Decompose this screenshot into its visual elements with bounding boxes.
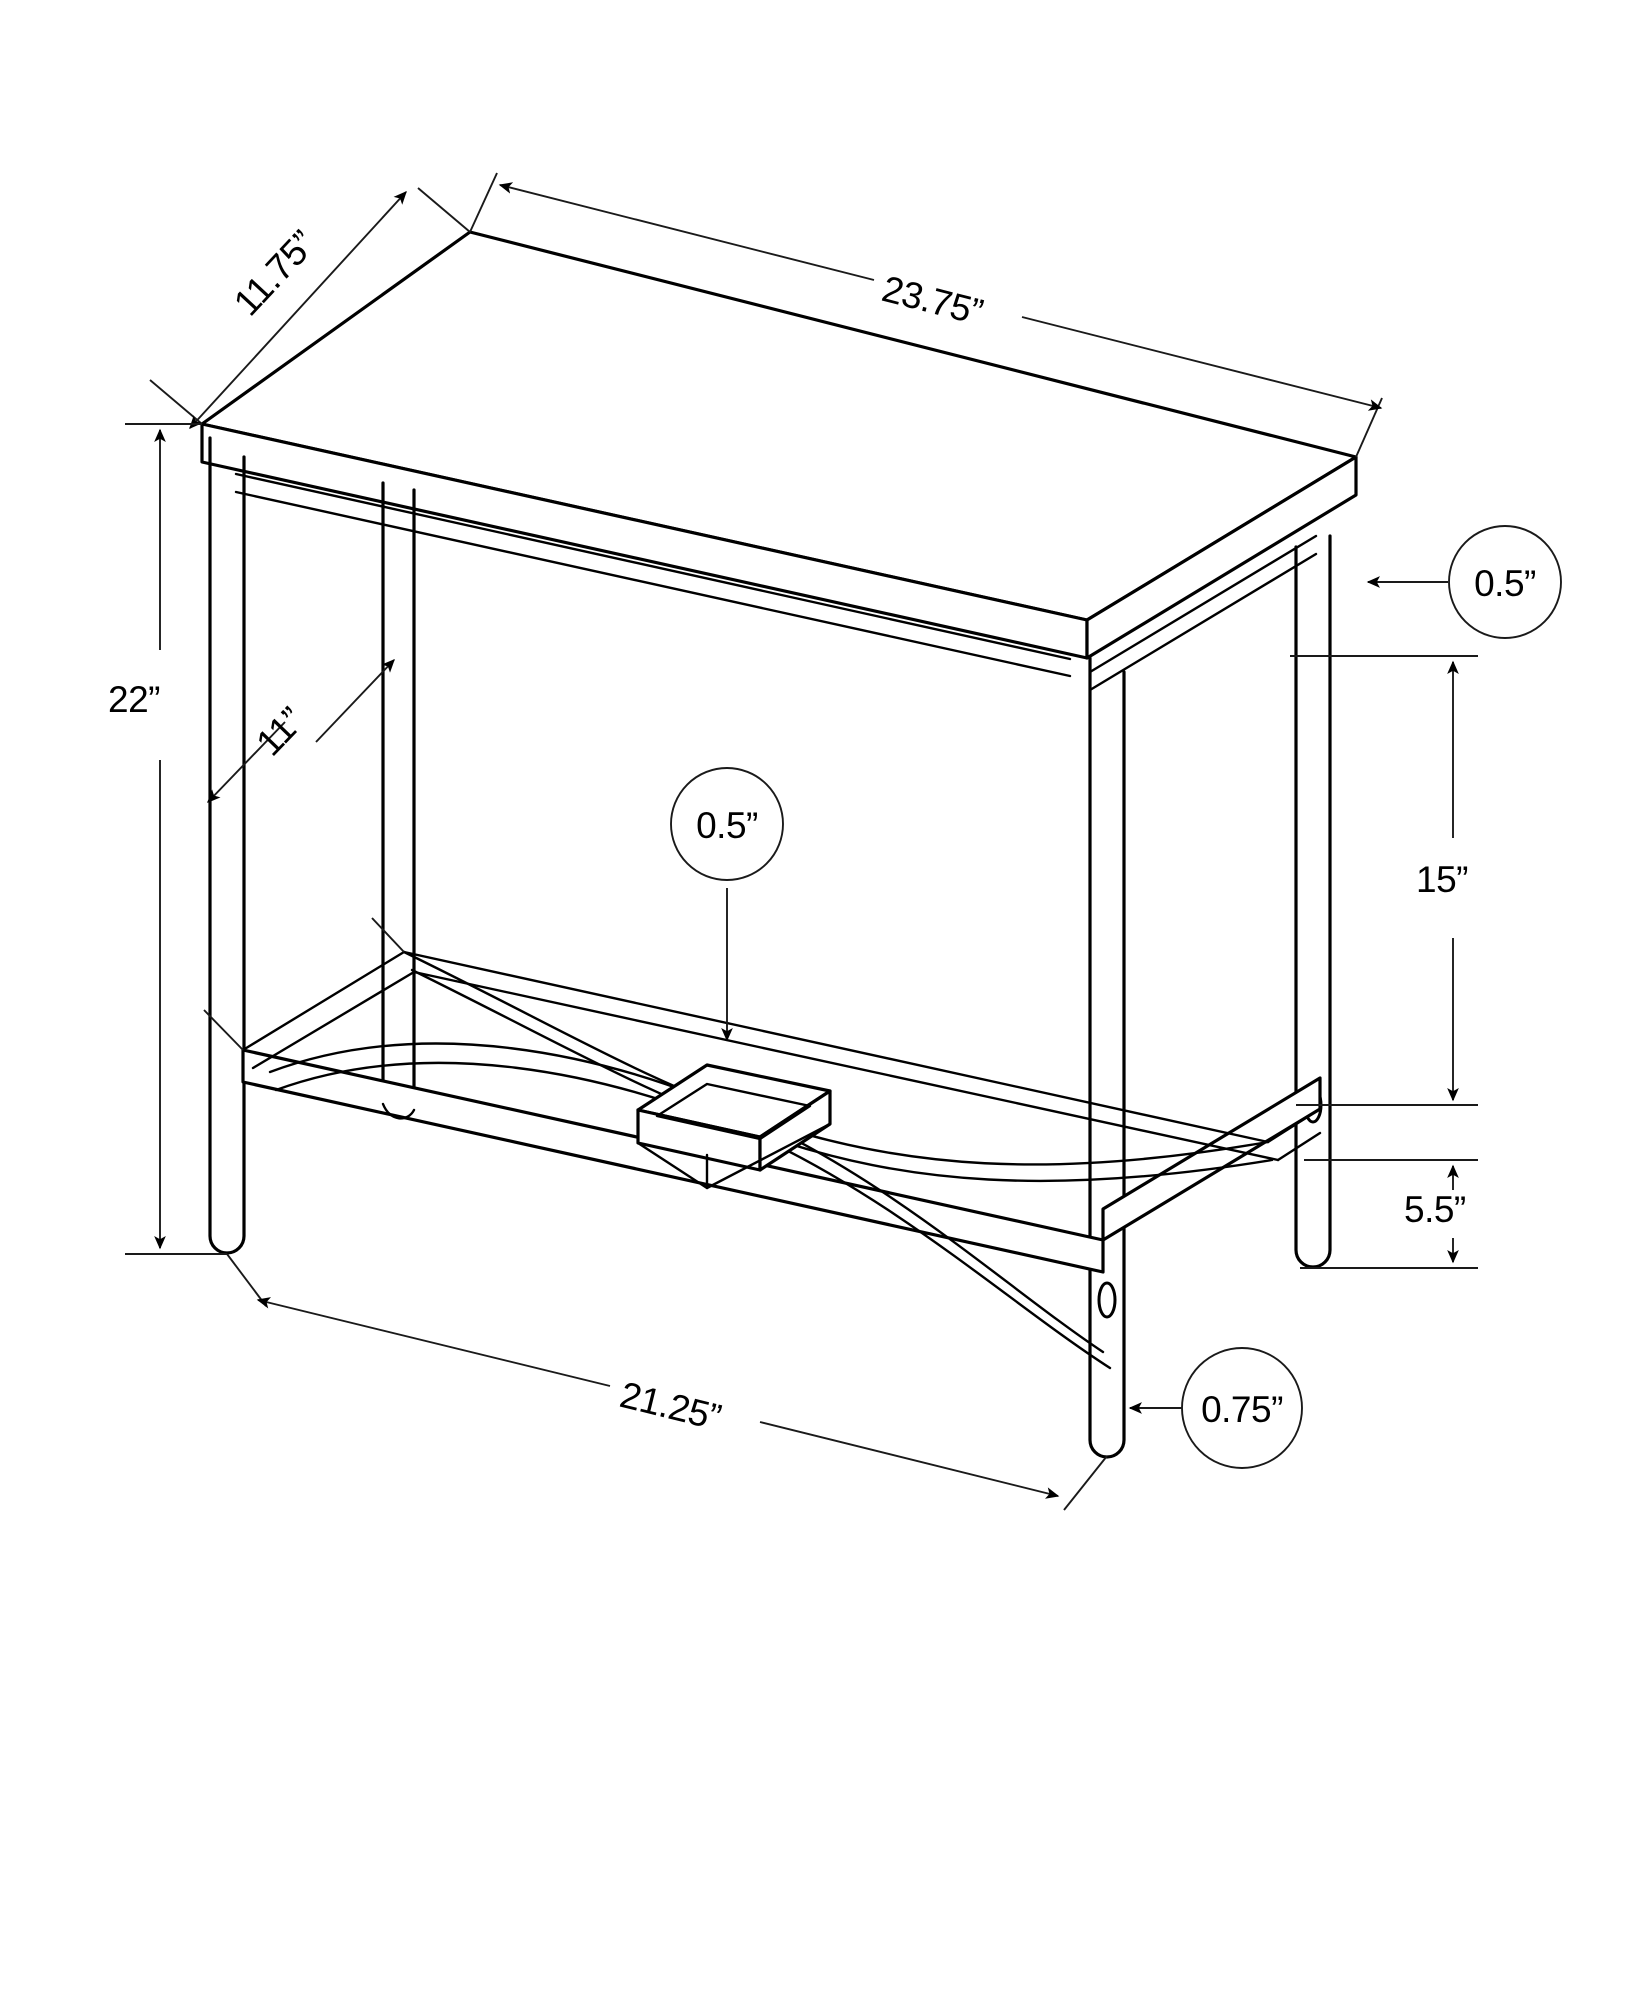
balloon-leg-diameter: [1181, 1347, 1303, 1469]
apron-front-lower: [234, 490, 1072, 678]
shelf-back-rail-lower: [412, 970, 1280, 1162]
dimension-height-lower: 5.5”: [1300, 1159, 1478, 1269]
leg-rear-left: [208, 436, 246, 1255]
ext-line-depth-shelf-b: [203, 1009, 244, 1051]
dim-label-height-total: 22”: [108, 679, 160, 720]
balloon-shelf-thickness: [670, 767, 784, 881]
callout-label-leg-diameter: 0.75”: [1201, 1389, 1283, 1430]
callout-top-thickness: 0.5”: [1366, 525, 1562, 639]
ext-line-depth-top-a: [417, 187, 471, 233]
callout-leg-diameter: 0.75”: [1128, 1347, 1303, 1469]
dim-line-depth-shelf-upper: [315, 659, 395, 743]
balloon-top-thickness: [1448, 525, 1562, 639]
ext-line-width-shelf-b: [1063, 1455, 1108, 1511]
shelf-rear-right-connector-upper: [1266, 1107, 1322, 1144]
dim-line-width-shelf-left: [256, 1297, 611, 1387]
shelf-left-rail-lower: [251, 970, 416, 1070]
lower-shelf-frame: [241, 950, 1322, 1274]
leg-front-right-joint-marker: [1097, 1281, 1117, 1319]
dim-label-width-top: 23.75”: [878, 268, 987, 333]
ext-line-depth-shelf-a: [371, 917, 405, 953]
center-square-medallion: [636, 1063, 832, 1190]
leg-front-right: [1088, 656, 1126, 1459]
dim-line-width-top-right: [1021, 316, 1383, 411]
table-body: [200, 230, 1358, 1459]
dimension-width-shelf: 21.25”: [226, 1253, 1108, 1511]
dimension-depth-shelf: 11”: [203, 659, 405, 1051]
ext-line-width-top-a: [469, 172, 498, 233]
dim-line-width-top-left: [498, 182, 875, 281]
table-apron: [234, 472, 1318, 692]
medallion-inner-opening: [655, 1082, 812, 1141]
callout-label-shelf-thickness: 0.5”: [696, 805, 758, 846]
scroll-left-leg-junction: [381, 1102, 416, 1120]
ext-line-width-shelf-a: [226, 1253, 267, 1307]
table-top-right-edge: [1085, 455, 1358, 660]
dim-label-height-lower: 5.5”: [1404, 1189, 1466, 1230]
dim-label-depth-shelf: 11”: [248, 700, 312, 764]
leg-rear-right: [1294, 534, 1332, 1269]
leg-rear-right-outline: [1294, 534, 1332, 1269]
dim-label-depth-top: 11.75”: [226, 223, 324, 323]
dim-line-depth-shelf-lower: [207, 721, 286, 803]
shelf-front-rail: [241, 1048, 1105, 1274]
leg-front-left: [381, 481, 416, 1112]
table-top: [200, 230, 1358, 660]
dim-line-depth-top: [189, 191, 407, 429]
shelf-rear-right-connector-lower: [1276, 1131, 1322, 1162]
dim-label-height-upper: 15”: [1416, 859, 1468, 900]
leg-rear-left-outline: [208, 436, 246, 1255]
apron-right-lower: [1088, 552, 1318, 692]
dim-label-width-shelf: 21.25”: [616, 1374, 725, 1438]
ext-line-depth-top-b: [149, 379, 203, 425]
callout-shelf-thickness: 0.5”: [670, 767, 784, 1042]
callout-label-top-thickness: 0.5”: [1474, 563, 1536, 604]
dimension-height-upper: 15”: [1290, 655, 1478, 1106]
apron-right-upper: [1088, 534, 1318, 674]
shelf-left-rail-upper: [241, 950, 406, 1052]
apron-front-upper: [234, 472, 1072, 661]
shelf-back-rail-upper: [402, 950, 1270, 1144]
leg-front-right-outline: [1088, 656, 1126, 1459]
dimension-height-total: 22”: [108, 423, 227, 1255]
dim-line-width-shelf-right: [759, 1421, 1060, 1499]
